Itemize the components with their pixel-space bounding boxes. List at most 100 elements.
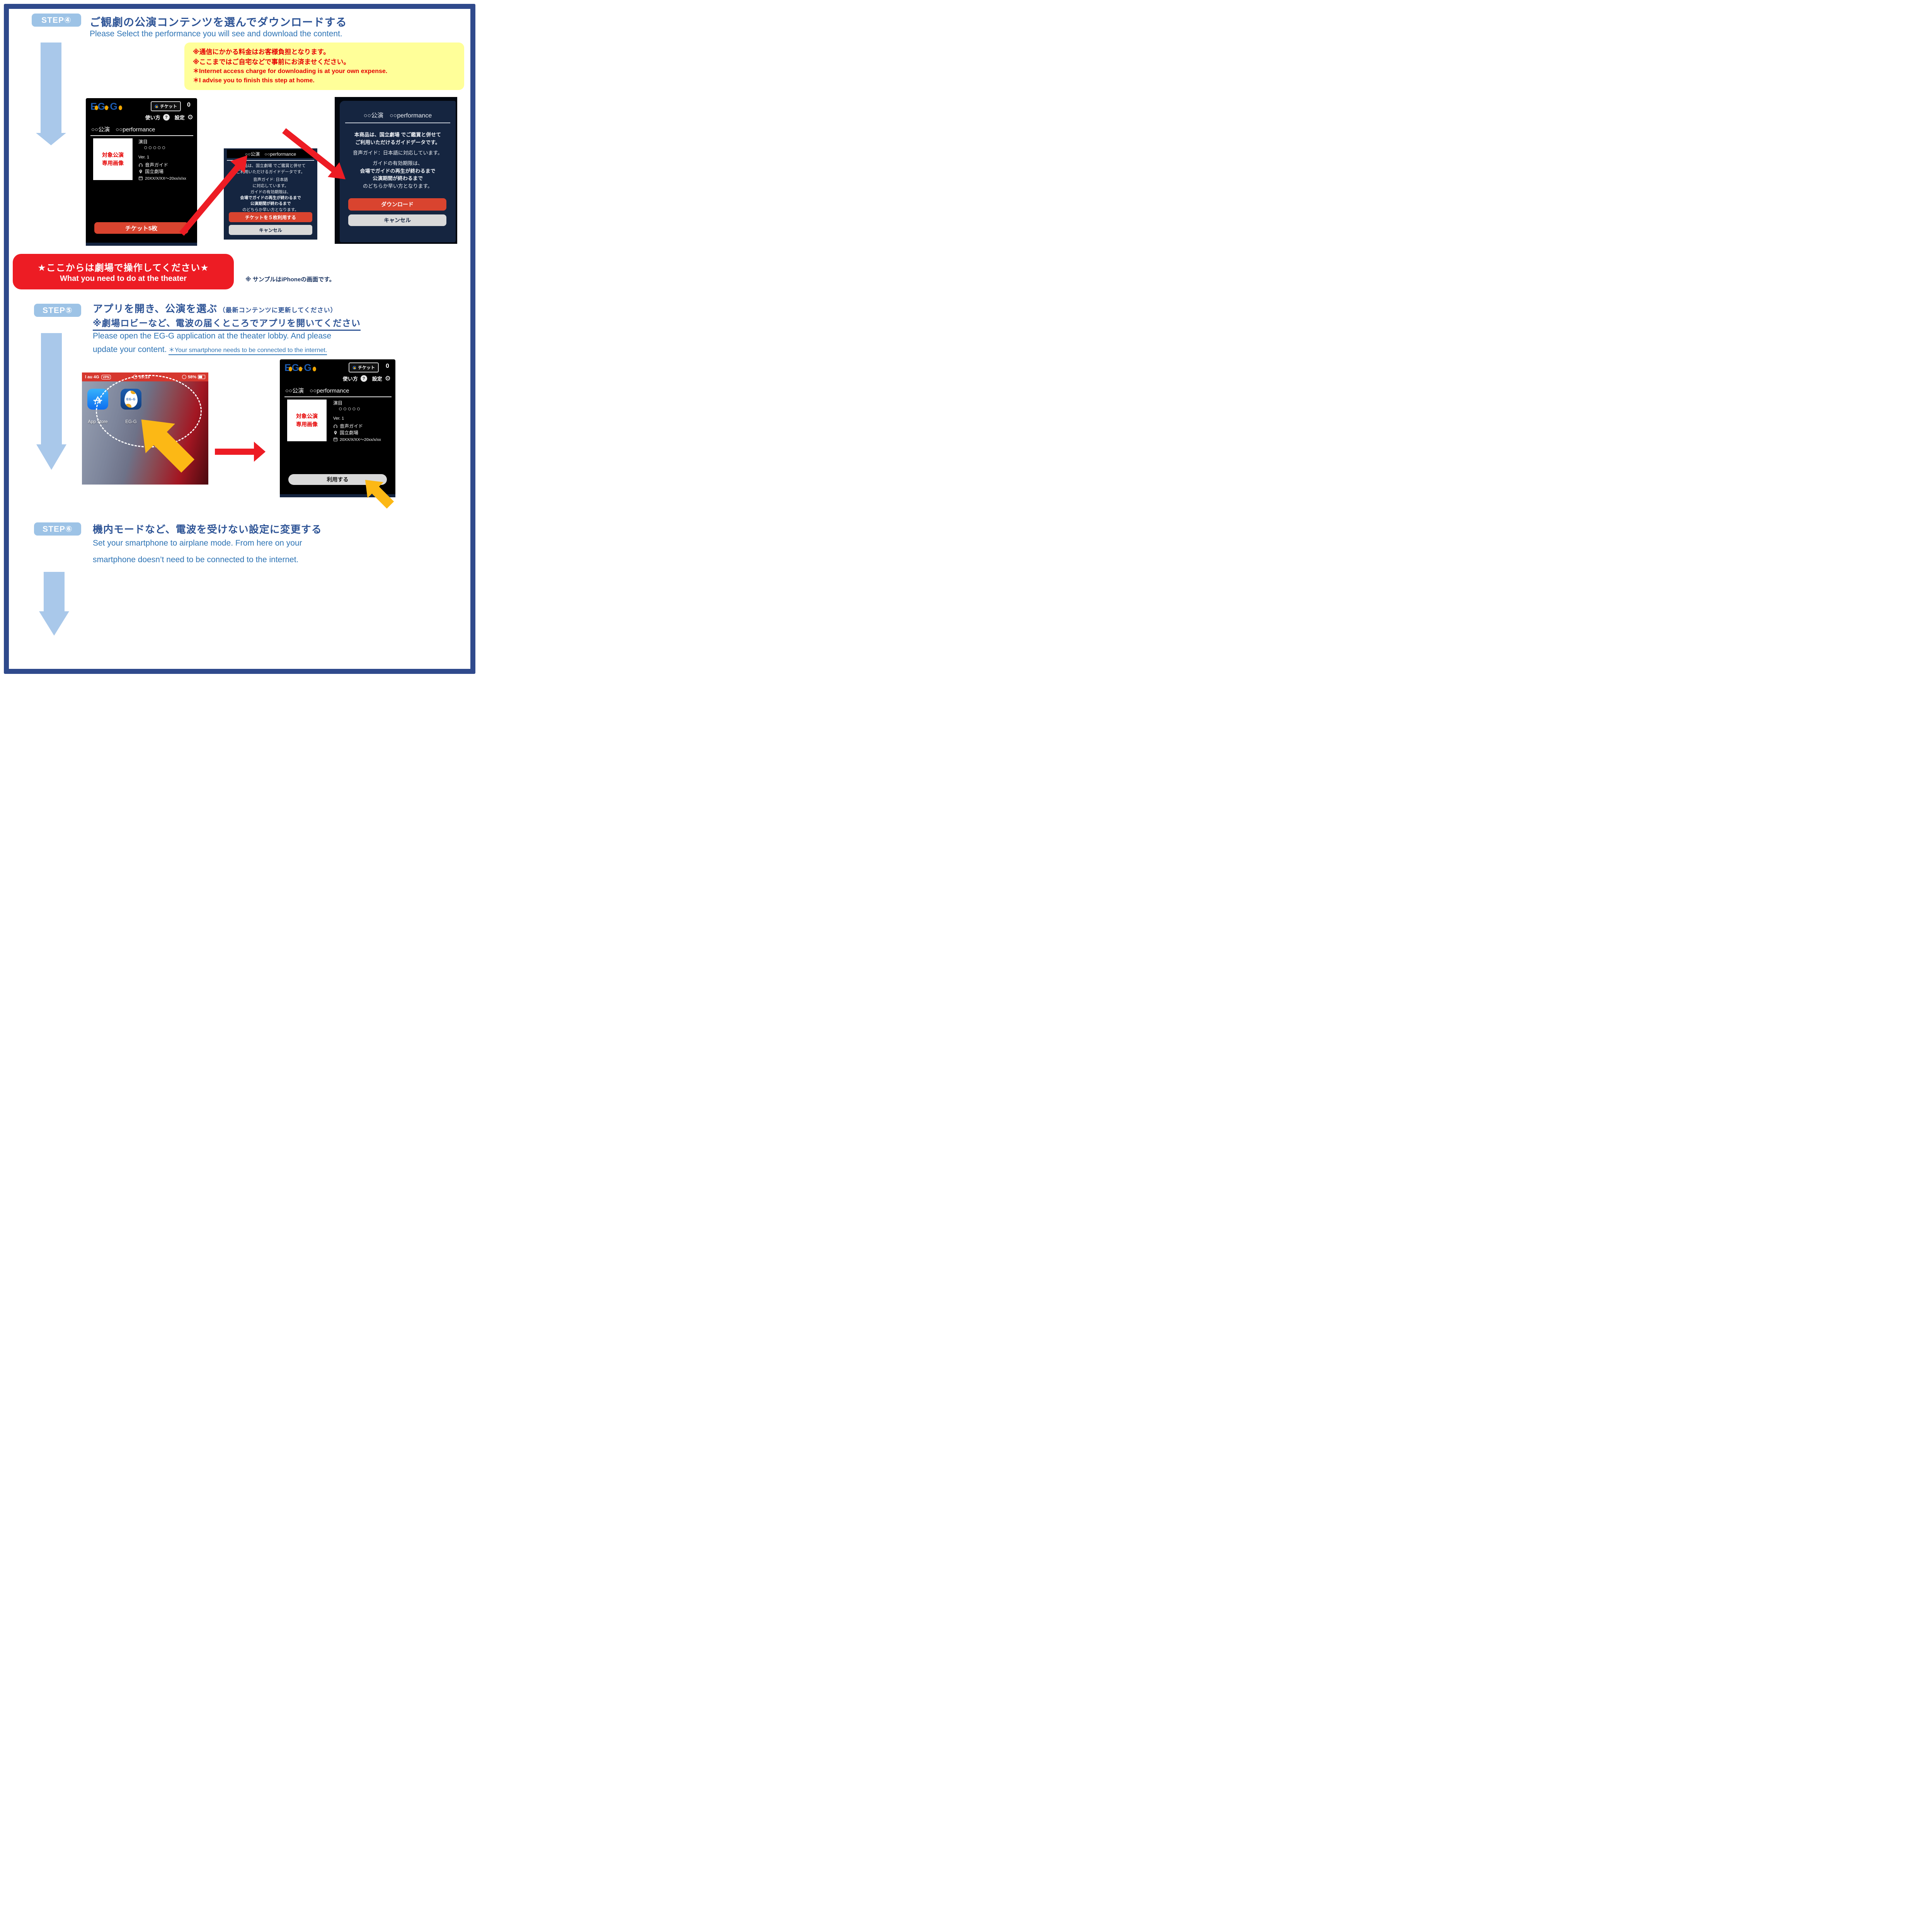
- use-button[interactable]: 利用する: [288, 474, 387, 485]
- ticket-badge[interactable]: G チケット: [151, 101, 181, 111]
- screenshot-dialog-tickets: ○○公演 ○○performance 本商品は、国立劇場 でご鑑賞と併せて ご利…: [224, 148, 317, 240]
- lock-icon: [182, 375, 186, 379]
- divider: [345, 122, 450, 123]
- location-pin-icon: [139, 170, 142, 173]
- logo-dot-icon: [105, 105, 108, 110]
- phone-bezel: [280, 494, 395, 497]
- screenshot-dialog-download: ○○公演 ○○performance 本商品は、国立劇場 でご鑑賞と併せて ご利…: [335, 97, 457, 244]
- ticket-badge-label: チケット: [160, 104, 177, 109]
- logo-dot-icon: [313, 367, 316, 371]
- dates-row: 20XX/X/XX～20xx/x/xx: [333, 437, 381, 442]
- dialog-paragraph-3: ガイドの有効期限は、 会場でガイドの再生が終わるまで 公演期間が終わるまで のど…: [360, 160, 436, 189]
- step5-subtitle-jp: ※劇場ロビーなど、電波の届くところでアプリを開いてください: [93, 316, 361, 331]
- ticket-g-icon: G: [352, 365, 356, 371]
- program-value: ○○○○○: [144, 145, 167, 151]
- help-icon[interactable]: ?: [360, 375, 367, 382]
- placeholder-text: 対象公演: [296, 413, 318, 419]
- cancel-button[interactable]: キャンセル: [229, 225, 312, 235]
- settings-label[interactable]: 設定: [372, 376, 382, 382]
- placeholder-text: 専用画像: [296, 421, 318, 427]
- warning-line-3: ＊Internet access charge for downloading …: [193, 68, 388, 75]
- step6-title: 機内モードなど、電波を受けない設定に変更する: [93, 524, 322, 535]
- step4-badge-label: STEP④: [41, 15, 72, 25]
- warning-line-4: ＊I advise you to finish this step at hom…: [193, 77, 315, 84]
- version-label: Ver. 1: [138, 155, 150, 160]
- calendar-icon: [333, 437, 338, 442]
- dialog-title: ○○公演 ○○performance: [363, 112, 432, 119]
- step5-en-line1: Please open the EG-G application at the …: [93, 332, 332, 340]
- step5-badge: STEP⑤: [34, 304, 81, 317]
- ticket-badge-label: チケット: [358, 366, 375, 370]
- step6-en-line2: smartphone doesn’t need to be connected …: [93, 555, 299, 564]
- audio-guide-row: 音声ガイド: [333, 423, 363, 429]
- step6-en-line1: Set your smartphone to airplane mode. Fr…: [93, 539, 302, 548]
- dialog-title: ○○公演 ○○performance: [227, 150, 314, 158]
- step5-en-line2: update your content. ＊Your smartphone ne…: [93, 345, 327, 355]
- version-label: Ver. 1: [333, 416, 344, 421]
- egg-logo: EG-G: [284, 362, 316, 374]
- theater-banner: ★ここからは劇場で操作してください★ What you need to do a…: [13, 254, 234, 289]
- logo-dot-icon: [119, 105, 122, 110]
- program-label: 演目: [138, 139, 148, 145]
- flow-arrow-down-step6: [39, 572, 69, 636]
- dialog-paragraph-1: 本商品は、国立劇場 でご鑑賞と併せて ご利用いただけるガイドデータです。: [354, 132, 441, 146]
- logo-dot-icon: [289, 367, 292, 371]
- howto-label[interactable]: 使い方: [342, 376, 358, 382]
- dialog-paragraph-1: 本商品は、国立劇場 でご鑑賞と併せて ご利用いただけるガイドデータです。: [235, 163, 306, 174]
- dialog-paragraph-2: 音声ガイド：日本語に対応しています。: [352, 150, 443, 156]
- placeholder-text: 専用画像: [102, 160, 124, 166]
- screenshot-app-step4: EG-G G チケット 0 使い方 ? 設定 ⚙ ○○公演 ○○performa…: [86, 98, 197, 246]
- banner-en: What you need to do at the theater: [60, 274, 187, 283]
- dates-row: 20XX/X/XX～20xx/x/xx: [138, 175, 186, 181]
- ticket-g-icon: G: [155, 104, 158, 109]
- gear-icon[interactable]: ⚙: [385, 375, 391, 382]
- dialog-paragraph-2: 音声ガイド: 日本語 に対応しています。: [252, 177, 289, 188]
- step4-badge: STEP④: [32, 14, 81, 27]
- audio-guide-row: 音声ガイド: [138, 162, 168, 168]
- calendar-icon: [138, 176, 143, 180]
- program-label: 演目: [333, 400, 343, 406]
- ticket-badge[interactable]: G チケット: [349, 362, 379, 372]
- gear-icon[interactable]: ⚙: [187, 114, 193, 121]
- step4-title: ご観劇の公演コンテンツを選んでダウンロードする: [90, 16, 347, 28]
- howto-label[interactable]: 使い方: [145, 115, 160, 121]
- ticket-count: 0: [187, 102, 191, 108]
- cancel-button[interactable]: キャンセル: [348, 214, 446, 226]
- ticket-5-button[interactable]: チケット5枚: [94, 222, 188, 234]
- phone-bezel: [86, 243, 197, 246]
- step5-title: アプリを開き、公演を選ぶ （最新コンテンツに更新してください）: [93, 303, 337, 315]
- download-button[interactable]: ダウンロード: [348, 198, 446, 211]
- location-pin-icon: [334, 431, 337, 435]
- step4-subtitle: Please Select the performance you will s…: [90, 29, 342, 38]
- egg-logo: EG-G: [90, 101, 122, 112]
- step5-title-paren: （最新コンテンツに更新してください）: [219, 307, 337, 314]
- program-value: ○○○○○: [339, 406, 361, 412]
- download-warning-box: ※通信にかかる料金はお客様負担となります。 ※ここまではご自宅などで事前にお済ま…: [184, 43, 464, 90]
- venue-row: 国立劇場: [138, 168, 163, 175]
- flow-arrow-down-step4: [36, 43, 66, 145]
- logo-dot-icon: [299, 367, 302, 371]
- venue-row: 国立劇場: [333, 429, 358, 436]
- flow-arrow-down-step5: [36, 333, 66, 470]
- step5-badge-label: STEP⑤: [43, 306, 73, 315]
- banner-jp: ★ここからは劇場で操作してください★: [37, 263, 209, 273]
- headphones-icon: [139, 163, 143, 167]
- help-icon[interactable]: ?: [163, 114, 170, 121]
- step6-badge: STEP⑥: [34, 522, 81, 536]
- headphones-icon: [334, 424, 337, 428]
- logo-dot-icon: [95, 105, 98, 110]
- performance-title: ○○公演 ○○performance: [91, 126, 155, 133]
- use-5-tickets-button[interactable]: チケットを５枚利用する: [229, 212, 312, 222]
- performance-image-placeholder: 対象公演 専用画像: [93, 138, 133, 180]
- divider: [90, 135, 193, 136]
- battery-icon: [198, 375, 205, 379]
- settings-label[interactable]: 設定: [174, 115, 185, 121]
- highlight-dashed-circle: [96, 375, 202, 447]
- screenshot-app-step5: EG-G G チケット 0 使い方 ? 設定 ⚙ ○○公演 ○○performa…: [280, 359, 395, 497]
- step6-badge-label: STEP⑥: [43, 524, 73, 534]
- performance-image-placeholder: 対象公演 専用画像: [287, 400, 327, 441]
- red-arrow-home-to-app: [215, 442, 266, 462]
- step5-en-note: ＊Your smartphone needs to be connected t…: [168, 347, 327, 355]
- warning-line-2: ※ここまではご自宅などで事前にお済ませください。: [193, 58, 350, 66]
- divider: [284, 396, 392, 397]
